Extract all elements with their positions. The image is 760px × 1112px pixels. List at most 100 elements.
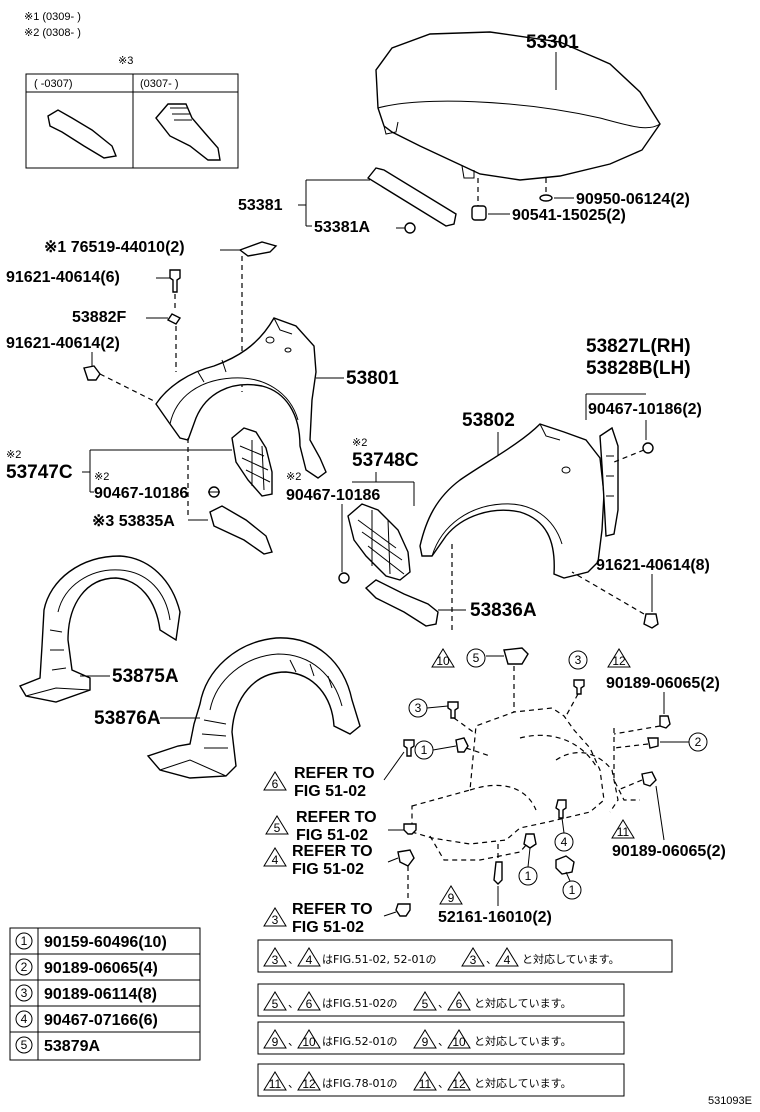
bracket-76519 — [238, 241, 278, 257]
svg-text:1: 1 — [21, 934, 28, 948]
liner-53876a — [146, 637, 361, 779]
refer4-line2: FIG 51-02 — [292, 919, 364, 936]
triangle-10-marker: 10 — [431, 648, 455, 668]
svg-text:11: 11 — [617, 825, 630, 839]
svg-text:90467-07166(6): 90467-07166(6) — [44, 1012, 158, 1029]
svg-text:、: 、 — [438, 1077, 449, 1090]
svg-text:1: 1 — [569, 883, 576, 897]
svg-text:はFIG.51-02, 52-01の: はFIG.51-02, 52-01の — [322, 953, 437, 966]
part-53748c — [347, 503, 411, 581]
refer1-line2: FIG 51-02 — [294, 783, 366, 800]
svg-text:、: 、 — [288, 1035, 299, 1048]
label-screw-a: 90467-10186(2) — [588, 401, 702, 418]
legend-row-1: 1 90159-60496(10) — [15, 932, 167, 951]
refer3-line1: REFER TO — [292, 843, 373, 860]
label-53802: 53802 — [462, 410, 515, 431]
jp-note-2: 5 、 6 はFIG.51-02の 5 、 6 と対応しています。 — [257, 983, 625, 1017]
cushion-part — [471, 205, 487, 221]
svg-text:9: 9 — [272, 1035, 279, 1049]
svg-text:5: 5 — [272, 997, 279, 1011]
label-bolt1: 91621-40614(6) — [6, 269, 120, 286]
svg-text:10: 10 — [302, 1035, 316, 1049]
label-53827l: 53827L(RH) — [586, 336, 691, 357]
bolt2-part — [83, 365, 101, 381]
triangle-9-marker: 9 — [439, 885, 463, 905]
svg-text:と対応しています。: と対応しています。 — [474, 1034, 572, 1048]
bolt1-part — [169, 269, 181, 293]
triangle-3-marker: 3 — [263, 907, 287, 927]
svg-text:10: 10 — [436, 654, 450, 668]
svg-text:90189-06114(8): 90189-06114(8) — [44, 986, 157, 1003]
refer2-line1: REFER TO — [296, 809, 377, 826]
svg-text:4: 4 — [272, 853, 279, 867]
svg-text:9: 9 — [448, 891, 455, 905]
part-53879a — [503, 647, 529, 665]
svg-text:はFIG.78-01の: はFIG.78-01の — [322, 1077, 398, 1090]
label-53381: 53381 — [238, 197, 283, 214]
circle-5-marker: 5 — [466, 648, 486, 668]
svg-text:11: 11 — [269, 1077, 282, 1091]
label-53301: 53301 — [526, 32, 579, 53]
label-53835a: ※3 53835A — [92, 513, 175, 530]
mark-2b: ※2 — [94, 471, 109, 483]
note-2: ※2 (0308- ) — [24, 27, 81, 39]
svg-text:9: 9 — [422, 1035, 429, 1049]
part-53882f — [166, 313, 182, 325]
fender-53802 — [419, 423, 605, 579]
triangle-6-marker: 6 — [263, 771, 287, 791]
svg-text:6: 6 — [272, 777, 279, 791]
circle-1b-marker: 1 — [518, 866, 538, 886]
jp-note-4: 11 、 12 はFIG.78-01の 11 、 12 と対応しています。 — [257, 1063, 625, 1097]
label-screw-b: 90467-10186 — [94, 485, 188, 502]
svg-text:2: 2 — [21, 960, 28, 974]
label-53828b: 53828B(LH) — [586, 358, 691, 379]
label-53882f: 53882F — [72, 309, 126, 326]
legend-row-4: 4 90467-07166(6) — [15, 1010, 158, 1029]
label-screw-e: 90189-06065(2) — [612, 843, 726, 860]
svg-text:5: 5 — [21, 1038, 28, 1052]
hood-seal — [366, 167, 457, 227]
part-53836a — [364, 579, 439, 627]
svg-text:と対応しています。: と対応しています。 — [474, 996, 572, 1010]
legend-row-2: 2 90189-06065(4) — [15, 958, 158, 977]
part-53835a — [209, 505, 273, 555]
part-53747c — [231, 427, 273, 497]
svg-text:90189-06065(4): 90189-06065(4) — [44, 960, 158, 977]
svg-text:、: 、 — [288, 953, 299, 966]
inset-box: ( -0307) (0307- ) — [25, 73, 239, 169]
circle-1c-marker: 1 — [562, 880, 582, 900]
circle-3b-marker: 3 — [408, 698, 428, 718]
svg-text:4: 4 — [21, 1012, 28, 1026]
svg-text:5: 5 — [274, 821, 281, 835]
svg-text:3: 3 — [272, 953, 279, 967]
svg-text:2: 2 — [695, 735, 702, 749]
svg-text:1: 1 — [421, 743, 428, 757]
label-screw-d: 90189-06065(2) — [606, 675, 720, 692]
label-53801: 53801 — [346, 368, 399, 389]
svg-text:、: 、 — [438, 1035, 449, 1048]
housing-assembly — [411, 707, 640, 861]
svg-text:53879A: 53879A — [44, 1038, 100, 1055]
svg-text:3: 3 — [575, 653, 582, 667]
svg-text:3: 3 — [415, 701, 422, 715]
fender-53801 — [155, 317, 327, 479]
circle-3a-marker: 3 — [568, 650, 588, 670]
svg-text:、: 、 — [486, 953, 497, 966]
svg-text:4: 4 — [306, 953, 313, 967]
svg-text:と対応しています。: と対応しています。 — [522, 952, 620, 966]
label-53836a: 53836A — [470, 600, 537, 621]
svg-text:4: 4 — [504, 953, 511, 967]
svg-text:5: 5 — [422, 997, 429, 1011]
svg-text:12: 12 — [302, 1077, 316, 1091]
refer3-line2: FIG 51-02 — [292, 861, 364, 878]
label-53747c: 53747C — [6, 462, 73, 483]
label-53876a: 53876A — [94, 708, 161, 729]
inset-label-right: (0307- ) — [140, 78, 179, 90]
bolt3-part — [643, 613, 659, 629]
svg-text:3: 3 — [272, 913, 279, 927]
clip-part — [539, 194, 553, 202]
svg-text:10: 10 — [452, 1035, 466, 1049]
triangle-5-marker: 5 — [265, 815, 289, 835]
svg-text:12: 12 — [612, 654, 626, 668]
label-bolt2: 91621-40614(2) — [6, 335, 120, 352]
